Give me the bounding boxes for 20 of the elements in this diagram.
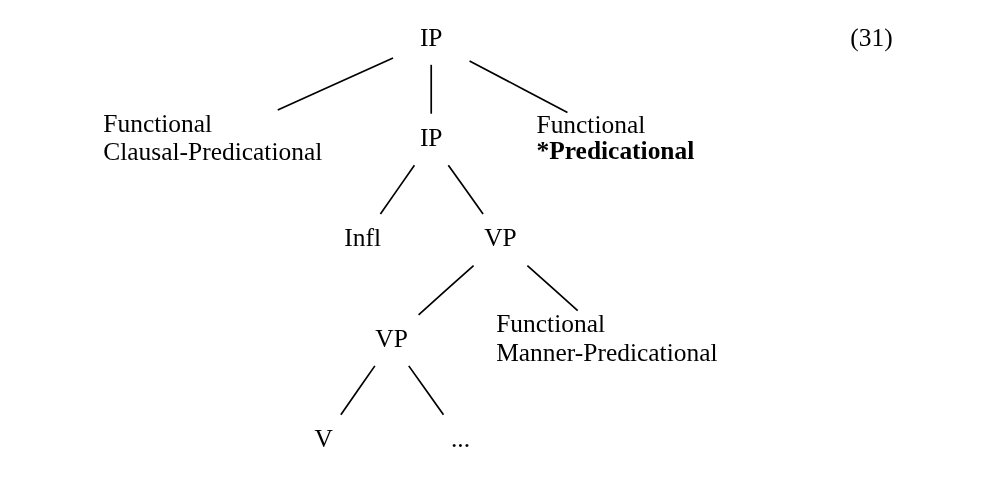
node-text: V: [314, 423, 333, 453]
connector: [429, 64, 432, 115]
connector: [468, 60, 568, 114]
connector: [339, 365, 376, 416]
connector: [446, 164, 484, 215]
connector: [407, 365, 444, 416]
connector: [276, 57, 394, 111]
node-text: IP: [419, 22, 443, 52]
node-text: IP: [419, 122, 443, 152]
label: (31): [849, 22, 893, 52]
node-text: VP: [374, 323, 408, 353]
node-text: VP: [483, 223, 517, 253]
connector: [417, 264, 474, 316]
node-text: ...: [450, 423, 470, 453]
node-text: Functional *Predicational: [536, 110, 694, 165]
node-text: Functional Clausal-Predicational: [102, 108, 322, 166]
connector: [526, 264, 579, 312]
node-text: Functional Manner-Predicational: [495, 309, 718, 367]
node-text: Infl: [343, 223, 381, 253]
connector: [379, 164, 415, 215]
